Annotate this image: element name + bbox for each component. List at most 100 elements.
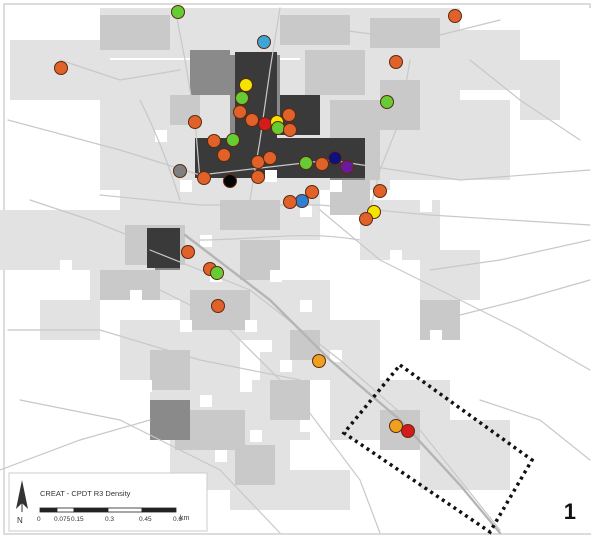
site-marker (251, 170, 265, 184)
road-line (29, 199, 141, 241)
site-marker (217, 148, 231, 162)
road-line (429, 239, 591, 271)
density-cell (235, 445, 275, 485)
site-markers (54, 5, 462, 438)
scale-segment (73, 507, 109, 513)
panel-number: 1 (563, 499, 576, 524)
site-marker (315, 157, 329, 171)
site-marker (171, 5, 185, 19)
road-line (119, 269, 381, 534)
scale-tick-label: 0.15 (71, 516, 84, 523)
density-cell (147, 228, 180, 268)
site-marker (223, 174, 237, 188)
scale-segment (39, 507, 58, 513)
road-line (7, 329, 301, 381)
scale-tick-label: 0.6 (173, 516, 182, 523)
site-marker (283, 195, 297, 209)
study-area-box (341, 362, 535, 535)
density-gap (200, 395, 212, 407)
density-gap (420, 200, 432, 212)
density-cell (100, 15, 170, 50)
road-line (59, 59, 181, 81)
density-cell (270, 380, 310, 420)
site-marker (251, 155, 265, 169)
density-cell (370, 18, 440, 48)
density-gap (300, 205, 312, 217)
site-marker (263, 151, 277, 165)
density-gap (300, 300, 312, 312)
density-cell (40, 300, 100, 340)
density-gap (245, 320, 257, 332)
scale-tick-label: 0.075 (54, 516, 71, 523)
scale-tick-label: 0.3 (105, 516, 114, 523)
density-gap (240, 380, 252, 392)
density-gap (200, 235, 212, 247)
road-line (0, 419, 151, 471)
scale-segment (107, 507, 143, 513)
density-cell (420, 420, 510, 490)
site-marker (389, 55, 403, 69)
site-marker (239, 78, 253, 92)
site-marker (305, 185, 319, 199)
site-marker (283, 123, 297, 137)
density-cell (150, 350, 190, 390)
site-marker (328, 151, 342, 165)
scale-tick-label: 0.45 (139, 516, 152, 523)
road-line (249, 7, 281, 201)
site-marker (54, 61, 68, 75)
site-marker (340, 160, 354, 174)
site-marker (181, 245, 195, 259)
site-marker (197, 171, 211, 185)
density-gap (130, 290, 142, 302)
study-area-outline (341, 362, 535, 535)
road-line (469, 59, 581, 141)
density-cell (420, 250, 480, 300)
density-gap (60, 260, 72, 272)
legend-box (8, 472, 208, 532)
road-line (479, 399, 591, 461)
density-gap (360, 300, 372, 312)
density-gap (215, 450, 227, 462)
road-line (174, 7, 201, 181)
scale-segment (141, 507, 177, 513)
road-line (7, 119, 591, 181)
site-marker (226, 133, 240, 147)
density-gap (180, 180, 192, 192)
site-marker (282, 108, 296, 122)
site-marker (312, 354, 326, 368)
site-marker (401, 424, 415, 438)
scale-tick-label: 0 (37, 516, 41, 523)
road-line (19, 399, 281, 534)
site-marker (448, 9, 462, 23)
site-marker (210, 266, 224, 280)
density-gap (265, 170, 277, 182)
site-marker (188, 115, 202, 129)
road-line (339, 19, 501, 41)
north-arrow-icon (16, 480, 28, 512)
road-line (439, 279, 591, 321)
density-gap (390, 180, 402, 192)
density-cell (280, 15, 350, 45)
density-layer (0, 8, 594, 533)
scale-unit: km (180, 515, 190, 522)
site-marker (207, 134, 221, 148)
site-marker (380, 95, 394, 109)
density-gap (330, 180, 342, 192)
density-gap (280, 360, 292, 372)
density-gap (390, 250, 402, 262)
site-marker (258, 117, 272, 131)
density-cell (305, 50, 365, 95)
density-gap (430, 330, 442, 342)
legend-title: CREAT - CPDT R3 Density (40, 489, 131, 498)
density-cell (190, 50, 230, 95)
north-label: N (17, 516, 23, 525)
density-gap (310, 240, 322, 252)
density-cell (450, 100, 510, 180)
site-marker (245, 113, 259, 127)
road-line (139, 99, 181, 201)
density-gap (350, 270, 362, 282)
density-gap (270, 270, 282, 282)
